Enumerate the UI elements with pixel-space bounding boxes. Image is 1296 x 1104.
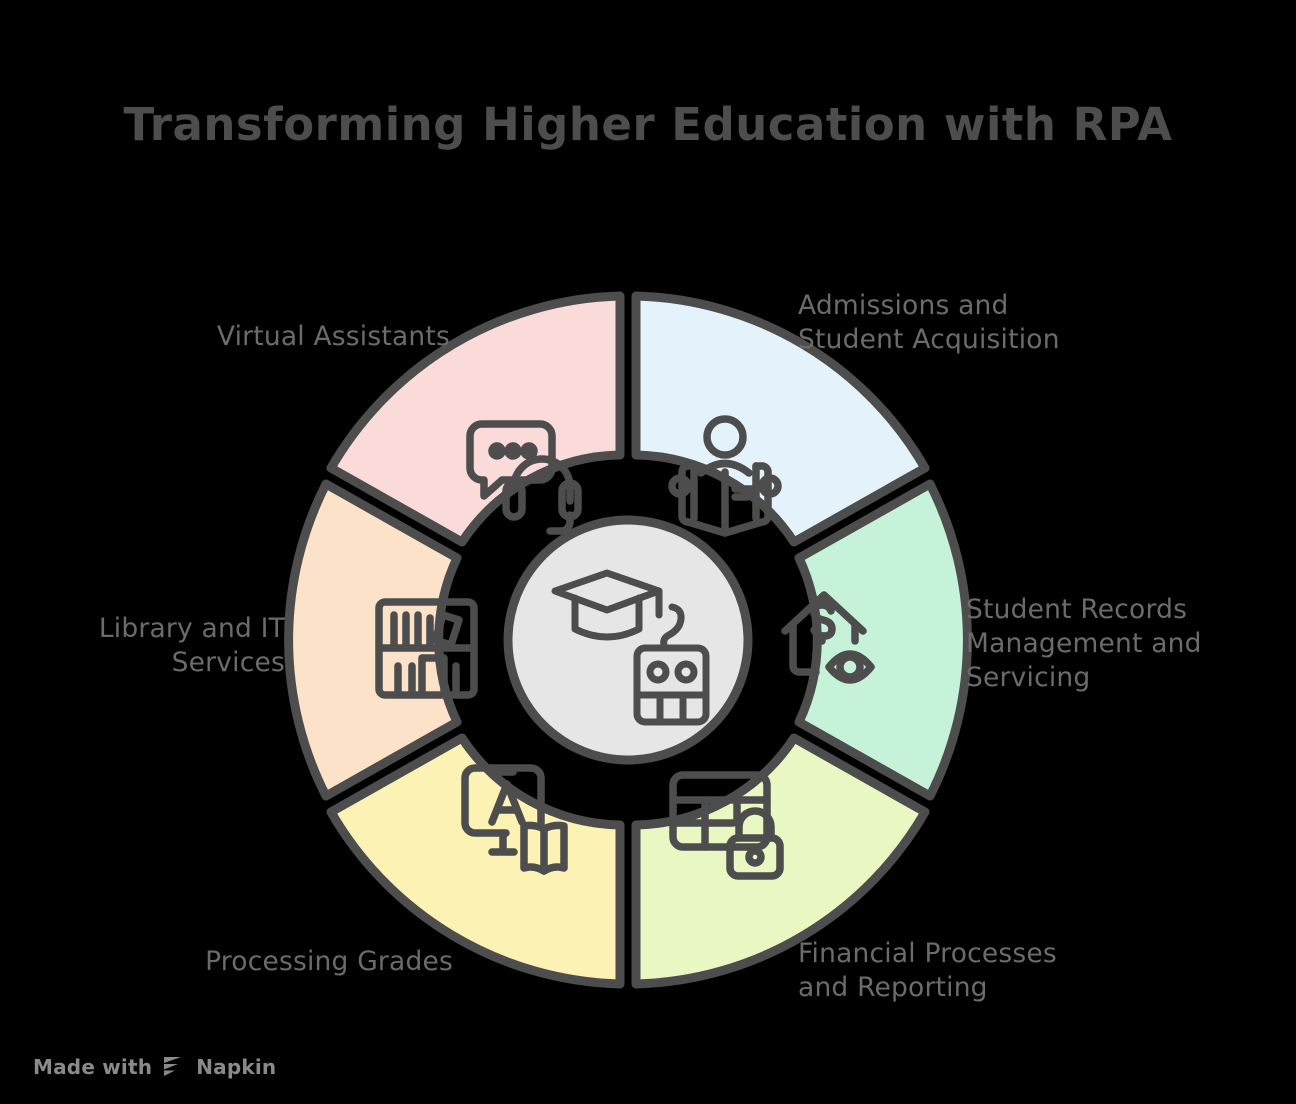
segment-label-admissions-line2: Student Acquisition (798, 323, 1060, 355)
whiteboard-book-icon (461, 764, 568, 875)
segment-label-financial-processes: Financial Processes and Reporting (798, 937, 1098, 1005)
table-lock-icon (669, 771, 784, 880)
segment-label-student-records-line1: Student Records (966, 594, 1188, 625)
segment-label-student-records-line2: Management and (966, 627, 1202, 659)
segment-label-library-it-line1: Library and IT (98, 613, 285, 644)
segment-label-virtual-assistants-line1: Virtual Assistants (216, 321, 450, 352)
segment-label-student-records-line3: Servicing (966, 661, 1091, 693)
segment-label-financial-processes-line2: and Reporting (798, 971, 988, 1003)
house-dollar-eye-icon (781, 591, 875, 684)
made-with-label: Made with (33, 1055, 153, 1079)
segment-label-library-it-line2: Services (171, 646, 285, 678)
segment-label-admissions-line1: Admissions and (798, 290, 1009, 321)
segment-processing-grades-wedge (326, 733, 625, 989)
segment-label-financial-processes-line1: Financial Processes (798, 938, 1057, 969)
chat-headset-icon (466, 420, 582, 535)
center-hub[interactable] (503, 515, 753, 765)
segment-student-records[interactable] (781, 479, 972, 801)
segment-virtual-assistants[interactable] (326, 291, 625, 547)
center-hub-circle (503, 515, 753, 765)
segment-label-virtual-assistants: Virtual Assistants (0, 320, 450, 354)
segment-admissions[interactable] (631, 291, 930, 547)
segment-library-it[interactable] (284, 479, 478, 801)
segment-processing-grades[interactable] (326, 733, 625, 989)
napkin-brand-label: Napkin (196, 1055, 277, 1079)
segment-label-processing-grades-line1: Processing Grades (205, 946, 453, 977)
segment-label-library-it: Library and IT Services (0, 612, 285, 680)
robot-head-icon (633, 603, 710, 726)
napkin-logo-icon (164, 1057, 182, 1076)
segment-label-processing-grades: Processing Grades (0, 945, 453, 979)
graduation-cap-icon (551, 569, 663, 641)
made-with-napkin-footer: Made with Napkin (33, 1055, 276, 1079)
segment-label-admissions: Admissions and Student Acquisition (798, 289, 1098, 357)
page-title: Transforming Higher Education with RPA (123, 98, 1173, 151)
person-reading-book-icon (668, 415, 782, 537)
segment-label-student-records: Student Records Management and Servicing (966, 593, 1256, 695)
bookshelf-icon (375, 598, 478, 699)
segment-financial-processes[interactable] (631, 733, 930, 989)
